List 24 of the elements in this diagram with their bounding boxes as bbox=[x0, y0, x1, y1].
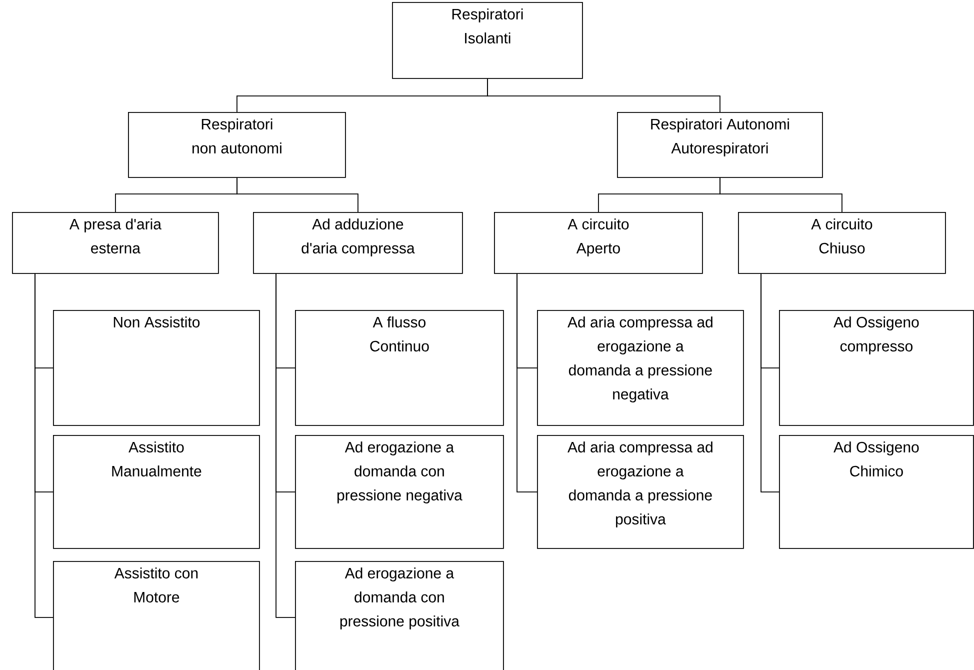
category-box: Ad erogazione a domanda con pressione negativa bbox=[295, 435, 504, 549]
category-box: Assistito Manualmente bbox=[53, 435, 260, 549]
category-box: Ad aria compressa ad erogazione a domanda a pressione negativa bbox=[537, 310, 744, 426]
connector-line bbox=[487, 78, 720, 112]
connector-line bbox=[276, 273, 296, 618]
category-box: Ad Ossigeno Chimico bbox=[779, 435, 974, 549]
category-box: Ad adduzione d'aria compressa bbox=[253, 212, 463, 274]
connector-line bbox=[236, 177, 358, 212]
connector-line bbox=[516, 273, 538, 492]
category-box: A flusso Continuo bbox=[295, 310, 504, 426]
category-box: A circuito Aperto bbox=[494, 212, 703, 274]
category-box: Ad erogazione a domanda con pressione positiva bbox=[295, 561, 504, 670]
category-box: Respiratori non autonomi bbox=[128, 112, 346, 178]
connector-line bbox=[34, 273, 54, 618]
category-box: Non Assistito bbox=[53, 310, 260, 426]
category-box: A circuito Chiuso bbox=[738, 212, 946, 274]
connector-line bbox=[760, 273, 780, 492]
category-box: Assistito con Motore bbox=[53, 561, 260, 670]
root-box: Respiratori Isolanti bbox=[392, 2, 583, 79]
connector-line bbox=[720, 177, 842, 212]
category-box: Ad aria compressa ad erogazione a domanda a pressione positiva bbox=[537, 435, 744, 549]
category-box: A presa d'aria esterna bbox=[12, 212, 219, 274]
category-box: Respiratori Autonomi Autorespiratori bbox=[617, 112, 823, 178]
category-box: Ad Ossigeno compresso bbox=[779, 310, 974, 426]
